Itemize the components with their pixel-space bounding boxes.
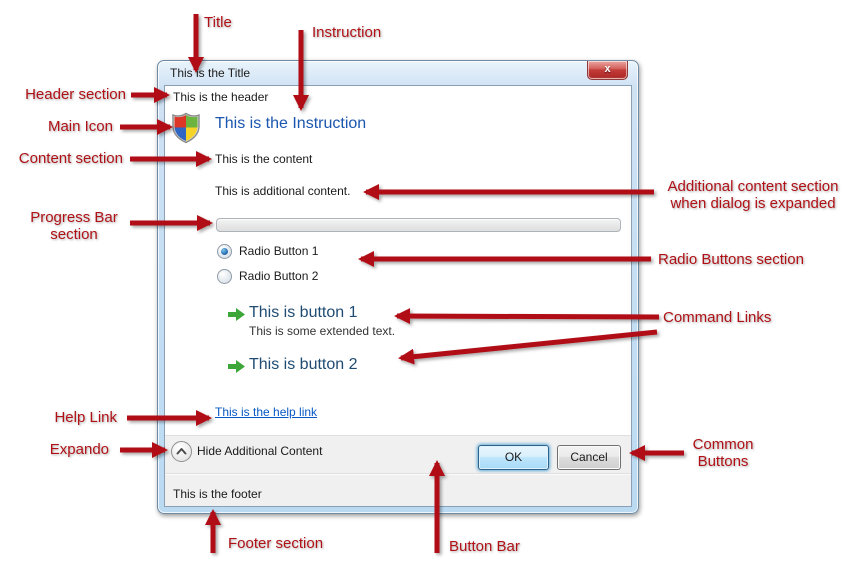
close-icon: x: [604, 63, 611, 75]
annotation-command-links: Command Links: [663, 309, 772, 326]
annotation-instruction: Instruction: [312, 24, 382, 41]
annotation-content-section: Content section: [18, 150, 123, 167]
radio-selected-icon[interactable]: [217, 244, 232, 259]
annotation-expando: Expando: [49, 441, 109, 458]
footer-divider: [165, 473, 631, 474]
ok-button[interactable]: OK: [478, 445, 549, 470]
annotation-progress-bar-section: Progress Bar section: [30, 209, 118, 243]
cancel-button[interactable]: Cancel: [557, 445, 621, 470]
command-link-note: This is some extended text.: [249, 324, 396, 338]
help-link[interactable]: This is the help link: [215, 405, 318, 419]
chevron-up-icon: [176, 448, 187, 455]
main-instruction: This is the Instruction: [215, 115, 367, 132]
annotation-radio-buttons-section: Radio Buttons section: [658, 251, 804, 268]
content-text: This is the content: [215, 152, 313, 166]
annotation-title: Title: [204, 14, 232, 31]
dialog-window: This is the Title x This is the header: [157, 60, 639, 514]
radio-unselected-icon[interactable]: [217, 269, 232, 284]
footer-text: This is the footer: [173, 487, 262, 501]
close-button[interactable]: x: [587, 61, 628, 80]
window-title: This is the Title: [170, 66, 251, 80]
green-arrow-icon: [228, 360, 245, 373]
button-bar: Hide Additional Content OK Cancel This i…: [165, 435, 631, 506]
progress-bar: [216, 218, 621, 232]
security-shield-icon: [172, 112, 200, 144]
dialog-client-area: This is the header This is the Instructi…: [164, 85, 632, 507]
annotation-additional-content-section: Additional content section when dialog i…: [667, 178, 839, 212]
expando-button[interactable]: [171, 441, 192, 462]
title-bar[interactable]: This is the Title: [158, 61, 638, 85]
command-link-label[interactable]: This is button 2: [249, 356, 358, 373]
expando-label[interactable]: Hide Additional Content: [197, 444, 323, 458]
annotation-footer-section: Footer section: [228, 535, 324, 552]
radio-label[interactable]: Radio Button 2: [239, 269, 319, 283]
header-text: This is the header: [173, 90, 269, 104]
annotation-common-buttons: Common Buttons: [692, 436, 754, 470]
annotation-main-icon: Main Icon: [47, 118, 113, 135]
annotation-help-link: Help Link: [54, 409, 117, 426]
radio-label[interactable]: Radio Button 1: [239, 244, 319, 258]
annotation-button-bar: Button Bar: [449, 538, 520, 555]
annotation-header-section: Header section: [25, 86, 126, 103]
command-link-label[interactable]: This is button 1: [249, 304, 358, 321]
green-arrow-icon: [228, 308, 245, 321]
additional-content-text: This is additional content.: [215, 184, 351, 198]
